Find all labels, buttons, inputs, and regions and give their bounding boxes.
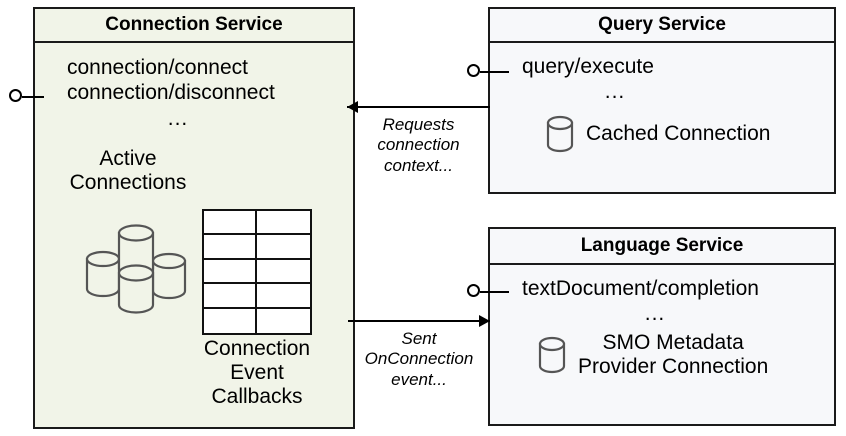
query-service-body: query/execute ... Cached Connection [490,43,834,192]
language-service-ellipsis: ... [644,302,666,325]
connection-service-title: Connection Service [35,9,353,43]
table-row [204,284,257,309]
language-service-body: textDocument/completion ... SMO Metadata… [490,265,834,424]
query-service-title: Query Service [490,9,834,43]
table-row [204,259,257,285]
table-row [257,211,310,236]
connection-service-body: connection/connect connection/disconnect… [35,43,353,427]
table-row [204,235,257,260]
connector-shaft [347,106,490,108]
lollipop-icon-connection-service[interactable] [9,89,44,104]
database-cluster-icon [81,221,191,317]
database-cylinder-icon [536,334,568,376]
active-connections-label: Active Connections [69,147,187,195]
language-service-title: Language Service [490,229,834,265]
cached-connection-label: Cached Connection [586,121,771,145]
database-cylinder-icon [544,113,576,155]
arrowhead-right-icon [479,315,490,327]
lollipop-stem [22,96,44,98]
connection-service-operation-0: connection/connect [67,56,248,79]
table-grid-icon [202,209,312,335]
table-row [257,259,310,285]
lollipop-ball-icon [9,89,22,102]
connector-requests-connection-context[interactable]: Requests connection context... [347,101,490,175]
table-row [204,211,257,236]
table-row [257,284,310,309]
connection-service-ellipsis: ... [167,107,189,130]
lollipop-icon-language-service[interactable] [467,284,509,299]
component-language-service[interactable]: Language Service textDocument/completion… [488,227,836,426]
table-row [204,308,257,333]
connection-event-callbacks-label: Connection Event Callbacks [203,337,311,409]
connector-label-sent-onconnection-event: Sent OnConnection event... [364,329,474,389]
cached-connection-artifact: Cached Connection [544,113,770,155]
query-service-ellipsis: ... [604,80,626,103]
lollipop-ball-icon [467,64,480,77]
connector-label-requests-connection-context: Requests connection context... [377,115,460,175]
lollipop-stem [480,291,509,293]
component-query-service[interactable]: Query Service query/execute ... Cached C… [488,7,836,194]
lollipop-stem [480,71,509,73]
table-row [257,235,310,260]
arrowhead-left-icon [347,101,358,113]
lollipop-ball-icon [467,284,480,297]
connector-shaft [348,320,490,322]
query-service-operation-0: query/execute [522,55,654,78]
lollipop-icon-query-service[interactable] [467,64,509,79]
language-service-operation-0: textDocument/completion [522,277,759,300]
component-connection-service[interactable]: Connection Service connection/connect co… [33,7,355,429]
smo-metadata-artifact: SMO Metadata Provider Connection [536,331,768,379]
connector-sent-onconnection-event[interactable]: Sent OnConnection event... [348,315,490,389]
smo-metadata-label: SMO Metadata Provider Connection [578,331,769,379]
table-row [257,308,310,333]
connection-service-operation-1: connection/disconnect [67,81,275,104]
